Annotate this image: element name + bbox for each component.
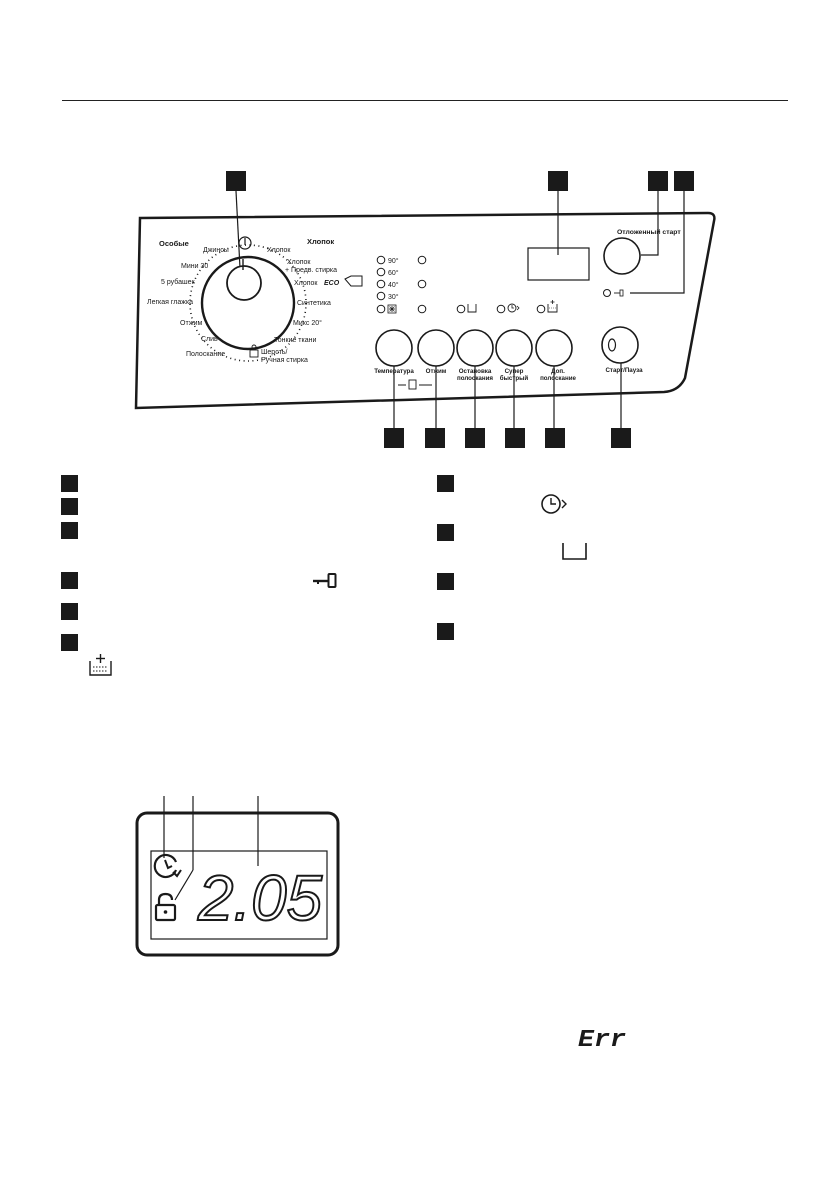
delay-timer-icon xyxy=(153,853,182,879)
callout-2 xyxy=(548,171,568,191)
dial-ring xyxy=(200,255,296,351)
legend-marker xyxy=(437,524,454,541)
prog-mini30: Мини 30 xyxy=(181,263,208,270)
temp-60: 60° xyxy=(388,269,399,277)
legend-marker xyxy=(61,522,78,539)
prog-jeans: Джинсы xyxy=(203,247,229,254)
prog-spin: Отжим xyxy=(180,320,202,327)
prog-delicates: Тонкие ткани xyxy=(274,337,316,344)
child-lock-icon xyxy=(614,289,624,297)
extra-rinse-button[interactable] xyxy=(535,329,573,367)
prog-mix20: Микс 20° xyxy=(293,319,322,327)
temp-40: 40° xyxy=(388,281,399,289)
rinse-hold-icon xyxy=(467,304,477,313)
delay-timer-icon xyxy=(541,494,567,514)
rinse-hold-button[interactable] xyxy=(456,329,494,367)
extra-rinse-icon xyxy=(89,654,112,676)
legend-marker xyxy=(61,603,78,620)
callout-3 xyxy=(648,171,668,191)
callouts-top xyxy=(226,171,694,294)
key-lock-icon xyxy=(313,573,337,588)
label-start-pause: Старт/Пауза xyxy=(605,367,643,374)
prog-prewash: + Предв. стирка xyxy=(285,267,337,274)
callout-5 xyxy=(384,428,404,448)
callout-8 xyxy=(505,428,525,448)
rinse-hold-icon xyxy=(562,543,587,560)
label-extra-rinse-2: полоскание xyxy=(540,375,576,382)
prog-drain: Слив xyxy=(201,336,218,343)
dial-dots xyxy=(189,244,307,362)
prog-rinse: Полоскание xyxy=(186,351,225,358)
group-special: Особые xyxy=(159,239,189,248)
panel-display-window xyxy=(527,247,590,281)
snowflake-icon xyxy=(387,304,397,314)
program-dial[interactable] xyxy=(189,236,307,363)
prog-cotton-pre: Хлопок xyxy=(287,259,311,266)
error-code: Err xyxy=(578,1027,626,1054)
prog-easy-iron: Легкая глажка xyxy=(147,299,193,306)
prog-synthetic: Синтетика xyxy=(297,300,331,307)
display-screen xyxy=(150,850,328,940)
extra-rinse-icon xyxy=(547,300,558,313)
super-quick-button[interactable] xyxy=(495,329,533,367)
control-panel xyxy=(134,211,716,410)
prog-cotton: Хлопок xyxy=(267,247,291,254)
prog-wool: Шерсть/ xyxy=(261,349,288,356)
delay-timer-icon xyxy=(507,303,520,313)
display-readout: 2.05 xyxy=(197,862,322,934)
callout-10 xyxy=(611,428,631,448)
key-combo-marker xyxy=(398,379,432,390)
start-pause-button[interactable] xyxy=(601,326,639,364)
callout-6 xyxy=(425,428,445,448)
legend-marker xyxy=(61,498,78,515)
legend-marker xyxy=(437,623,454,640)
legend-left xyxy=(61,475,337,676)
power-icon xyxy=(238,236,252,250)
group-cotton: Хлопок xyxy=(307,237,334,246)
callout-9 xyxy=(545,428,565,448)
label-extra-rinse-1: Доп. xyxy=(551,368,565,375)
prog-cotton-eco: Хлопок xyxy=(294,280,318,287)
callouts-bottom xyxy=(384,363,631,448)
temp-90: 90° xyxy=(388,257,399,265)
callout-1 xyxy=(226,171,246,191)
start-indicator xyxy=(607,338,617,352)
option-buttons xyxy=(375,326,639,367)
legend-marker xyxy=(437,573,454,590)
padlock-icon xyxy=(154,892,177,922)
display-frame xyxy=(135,811,340,957)
callout-7 xyxy=(465,428,485,448)
legend-marker xyxy=(61,475,78,492)
display-detail: 2.05 xyxy=(135,796,340,957)
prog-handwash: Ручная стирка xyxy=(261,357,308,364)
spin-leds xyxy=(417,255,427,314)
temperature-leds: 90° 60° 40° 30° xyxy=(376,255,399,314)
callout-4 xyxy=(674,171,694,191)
temp-30: 30° xyxy=(388,293,399,301)
panel-outline xyxy=(134,211,716,410)
delayed-start-button[interactable] xyxy=(603,237,641,275)
temperature-button[interactable] xyxy=(375,329,413,367)
prog-5shirts: 5 рубашек xyxy=(161,278,195,286)
spin-button[interactable] xyxy=(417,329,455,367)
legend-marker xyxy=(437,475,454,492)
delayed-start-label: Отложенный старт xyxy=(617,228,681,236)
eco-label: ECO xyxy=(324,280,340,287)
handwash-icon xyxy=(249,344,259,358)
dial-knob[interactable] xyxy=(226,265,262,301)
legend-right xyxy=(437,475,587,640)
eco-arrow-icon xyxy=(344,275,363,287)
legend-marker xyxy=(61,634,78,651)
legend-marker xyxy=(61,572,78,589)
option-leds xyxy=(456,300,558,314)
top-rule xyxy=(62,100,788,101)
